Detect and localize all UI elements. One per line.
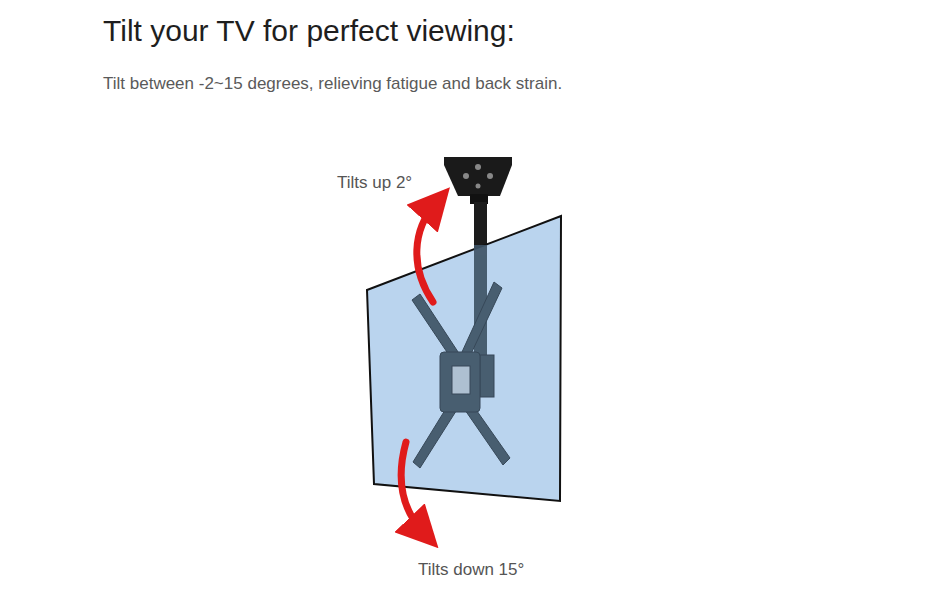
tilt-down-arrow [401,442,424,533]
wall-bracket [412,245,510,468]
ceiling-plate [444,157,512,204]
subtitle: Tilt between -2~15 degrees, relieving fa… [103,74,562,94]
page-title: Tilt your TV for perfect viewing: [103,14,515,48]
tilt-up-arrow [417,203,436,302]
tilt-label: Tilts down 15° [418,560,524,580]
tv-screen [367,216,561,501]
tilt-label: Tilts up 2° [337,173,412,193]
